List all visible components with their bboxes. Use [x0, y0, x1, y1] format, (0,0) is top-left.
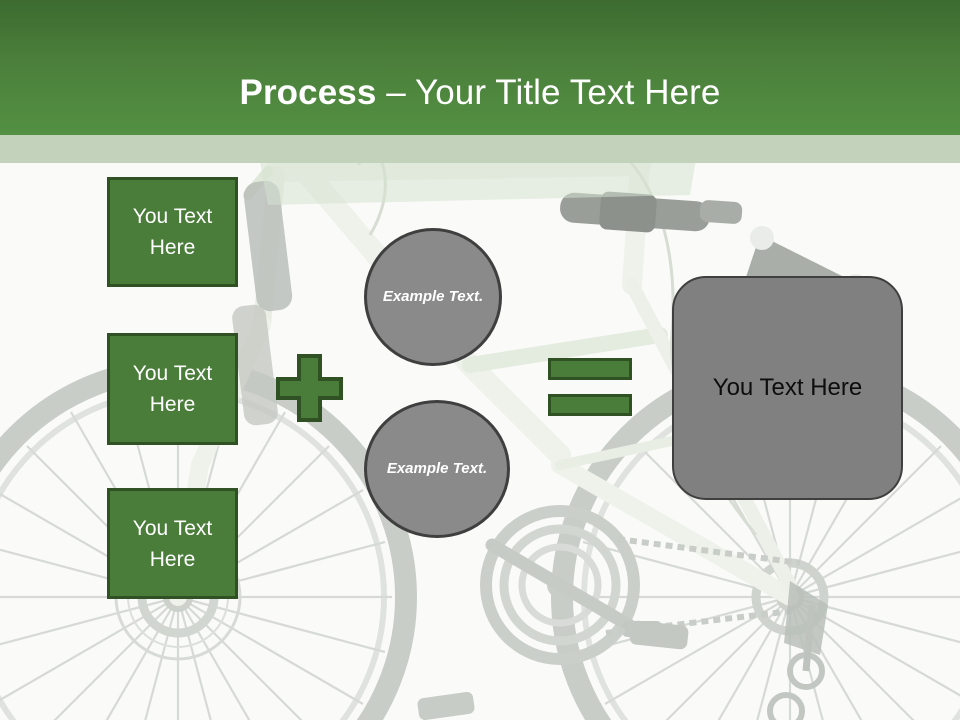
- example-circle-2[interactable]: Example Text.: [364, 400, 510, 538]
- header-accent-band: [0, 135, 960, 163]
- result-box[interactable]: You Text Here: [672, 276, 903, 500]
- header-banner: [0, 0, 960, 135]
- plus-icon: [276, 354, 343, 422]
- chain-graphic: [605, 536, 801, 636]
- equals-icon: [548, 358, 632, 416]
- page-title-strong: Process: [239, 73, 377, 113]
- result-box-label: You Text Here: [712, 374, 863, 401]
- input-box-2-label: You Text Here: [132, 362, 213, 416]
- example-circle-1-label: Example Text.: [382, 288, 484, 305]
- pedal-graphic: [417, 620, 689, 720]
- equals-bar-top: [548, 358, 632, 380]
- input-box-2[interactable]: You Text Here: [107, 333, 238, 445]
- input-box-1[interactable]: You Text Here: [107, 177, 238, 287]
- page-title: Process – Your Title Text Here: [0, 71, 960, 115]
- crankset-graphic: [480, 505, 662, 665]
- equals-bar-bottom: [548, 394, 632, 416]
- page-title-rest: – Your Title Text Here: [376, 73, 721, 113]
- input-box-3-label: You Text Here: [132, 516, 213, 571]
- input-box-3[interactable]: You Text Here: [107, 488, 238, 599]
- example-circle-1[interactable]: Example Text.: [364, 228, 502, 366]
- rear-derailleur-graphic: [767, 581, 828, 720]
- input-box-1-label: You Text Here: [132, 205, 213, 259]
- rear-shock-graphic: [560, 191, 743, 233]
- example-circle-2-label: Example Text.: [386, 460, 488, 477]
